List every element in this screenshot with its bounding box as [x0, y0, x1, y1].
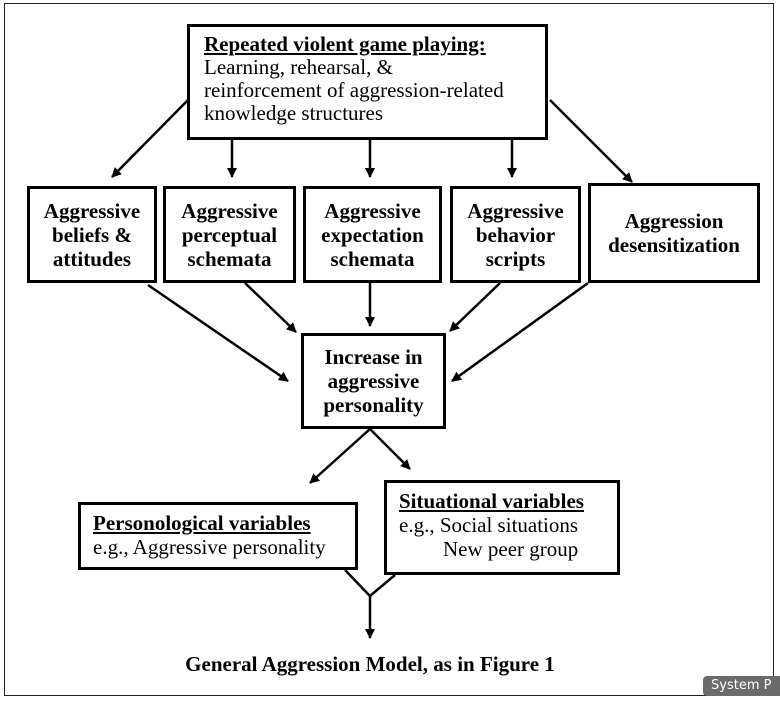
perceptual-schemata-box: Aggressive perceptual schemata [163, 186, 296, 283]
situational-example-2: New peer group [443, 537, 579, 561]
figure-caption: General Aggression Model, as in Figure 1 [185, 652, 555, 676]
arrow-perceptual-to-center [244, 282, 297, 333]
increase-personality-box: Increase in aggressive personality [301, 333, 446, 429]
perceptual-line-1: Aggressive [181, 198, 278, 223]
personological-title: Personological variables [93, 511, 311, 535]
arrow-top-to-desensitization [549, 99, 633, 183]
desensitization-box: Aggression desensitization [588, 183, 760, 283]
beliefs-line-2: beliefs & [52, 222, 132, 247]
situational-variables-box: Situational variables e.g., Social situa… [384, 480, 620, 575]
repeated-game-playing-title: Repeated violent game playing: [204, 32, 486, 56]
center-line-2: aggressive [327, 369, 420, 393]
arrow-center-to-situational [369, 428, 411, 470]
behavior-line-2: behavior [475, 222, 556, 247]
repeated-game-playing-box: Repeated violent game playing: Learning,… [187, 24, 548, 140]
merge-lines [344, 569, 396, 598]
behavior-line-1: Aggressive [467, 198, 564, 223]
personological-example: e.g., Aggressive personality [93, 535, 326, 559]
beliefs-attitudes-box: Aggressive beliefs & attitudes [27, 186, 157, 283]
expectation-line-3: schemata [330, 246, 415, 271]
situational-example-1: e.g., Social situations [399, 513, 579, 537]
arrow-beliefs-to-center [147, 283, 289, 383]
center-line-3: personality [323, 393, 424, 417]
beliefs-line-1: Aggressive [43, 198, 141, 223]
desensitization-line-1: Aggression [624, 209, 724, 233]
situational-title: Situational variables [399, 489, 584, 513]
top-line-1: Learning, rehearsal, & [204, 55, 393, 79]
perceptual-line-2: perceptual [181, 222, 278, 247]
expectation-schemata-box: Aggressive expectation schemata [303, 186, 442, 283]
arrow-center-to-personological [309, 428, 371, 484]
expectation-line-1: Aggressive [324, 198, 421, 223]
personological-variables-box: Personological variables e.g., Aggressiv… [78, 502, 358, 570]
expectation-line-2: expectation [321, 222, 424, 247]
beliefs-line-3: attitudes [52, 246, 132, 271]
arrow-top-to-beliefs [111, 99, 189, 178]
behavior-line-3: scripts [485, 246, 546, 271]
desensitization-line-2: desensitization [608, 233, 740, 257]
center-line-1: Increase in [324, 345, 423, 369]
arrow-desensitization-to-center [451, 281, 589, 383]
top-line-2: reinforcement of aggression-related [204, 78, 504, 102]
behavior-scripts-box: Aggressive behavior scripts [450, 186, 581, 283]
perceptual-line-3: schemata [187, 246, 272, 271]
system-badge: System P [703, 676, 780, 696]
top-line-3: knowledge structures [204, 101, 384, 125]
arrow-behavior-to-center [449, 282, 501, 332]
